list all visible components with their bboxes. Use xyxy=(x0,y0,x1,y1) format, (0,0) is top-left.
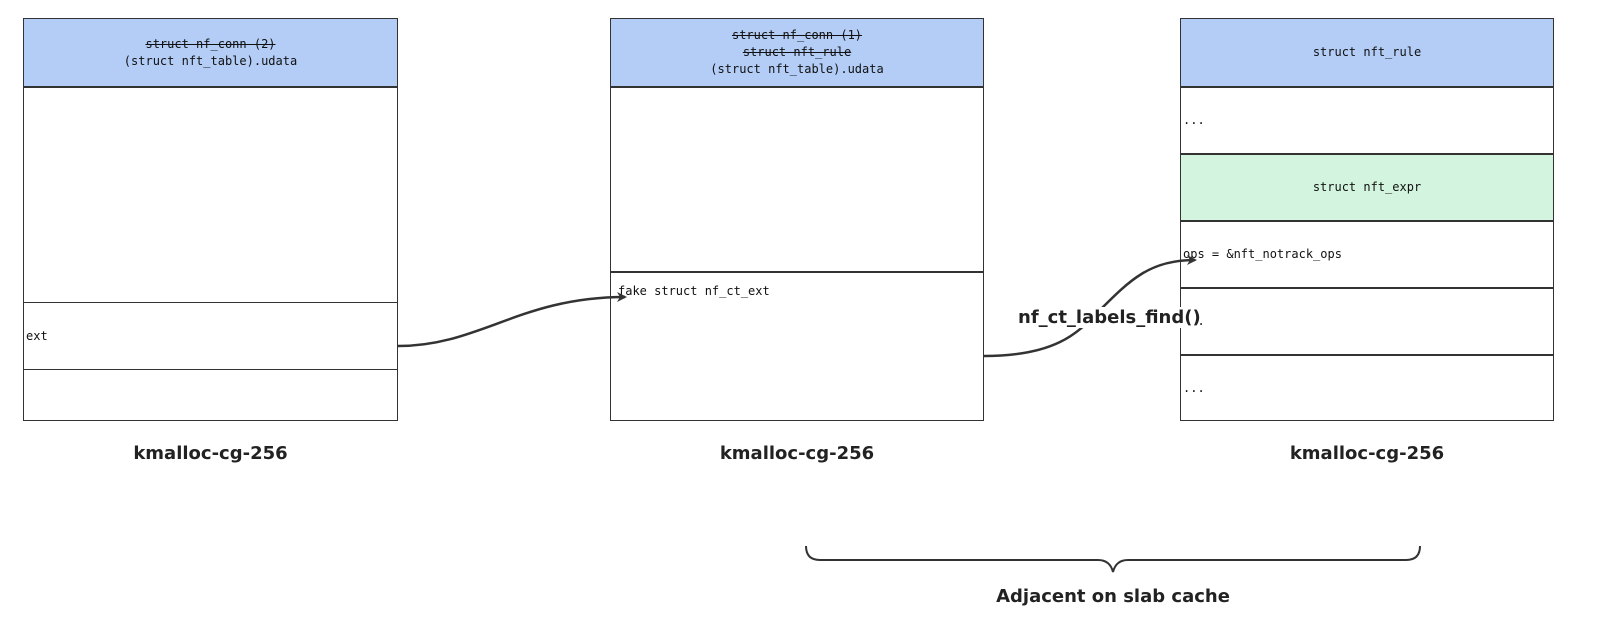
right-ops-field: ops = &nft_notrack_ops xyxy=(1181,222,1553,289)
left-object-box: struct nf_conn (2) (struct nft_table).ud… xyxy=(23,18,398,421)
right-row-1-ellipsis: ... xyxy=(1183,113,1205,127)
right-expr-label: struct nft_expr xyxy=(1312,180,1422,194)
adjacent-brace-label: Adjacent on slab cache xyxy=(996,586,1230,607)
right-ops-label: ops = &nft_notrack_ops xyxy=(1183,247,1342,261)
right-expr-header: struct nft_expr xyxy=(1181,155,1553,222)
right-header-struct-nft-rule: struct nft_rule xyxy=(1312,45,1422,59)
middle-fake-ext-label: fake struct nf_ct_ext xyxy=(618,284,770,298)
left-header: struct nf_conn (2) (struct nft_table).ud… xyxy=(24,19,397,88)
right-header: struct nft_rule xyxy=(1181,19,1553,88)
adjacent-brace xyxy=(805,545,1421,573)
right-row-1: ... xyxy=(1181,88,1553,155)
left-ext-label: ext xyxy=(26,328,48,343)
middle-header: struct nf_conn (1) struct nft_rule (stru… xyxy=(611,19,983,88)
middle-empty-region xyxy=(611,88,983,273)
right-row-5-ellipsis: ... xyxy=(1183,380,1205,395)
labels-find-label: nf_ct_labels_find() xyxy=(1018,307,1201,328)
left-header-struct-nf-conn-2: struct nf_conn (2) xyxy=(145,36,276,51)
middle-header-table-udata: (struct nft_table).udata xyxy=(710,62,884,76)
middle-header-struct-nft-rule: struct nft_rule xyxy=(742,45,852,59)
left-empty-region xyxy=(24,88,397,303)
right-cache-caption: kmalloc-cg-256 xyxy=(1289,443,1445,464)
middle-object-box: struct nf_conn (1) struct nft_rule (stru… xyxy=(610,18,984,421)
left-ext-field: ext xyxy=(24,303,397,370)
middle-cache-caption: kmalloc-cg-256 xyxy=(719,443,875,464)
middle-fake-ext-field: fake struct nf_ct_ext xyxy=(611,273,983,420)
left-cache-caption: kmalloc-cg-256 xyxy=(133,443,288,464)
ext-pointer-arrow xyxy=(397,292,627,348)
left-header-table-udata: (struct nft_table).udata xyxy=(123,53,298,68)
right-object-box: struct nft_rule ... struct nft_expr ops … xyxy=(1180,18,1554,421)
middle-header-struct-nf-conn-1: struct nf_conn (1) xyxy=(731,28,863,42)
right-row-5: ... xyxy=(1181,356,1553,420)
